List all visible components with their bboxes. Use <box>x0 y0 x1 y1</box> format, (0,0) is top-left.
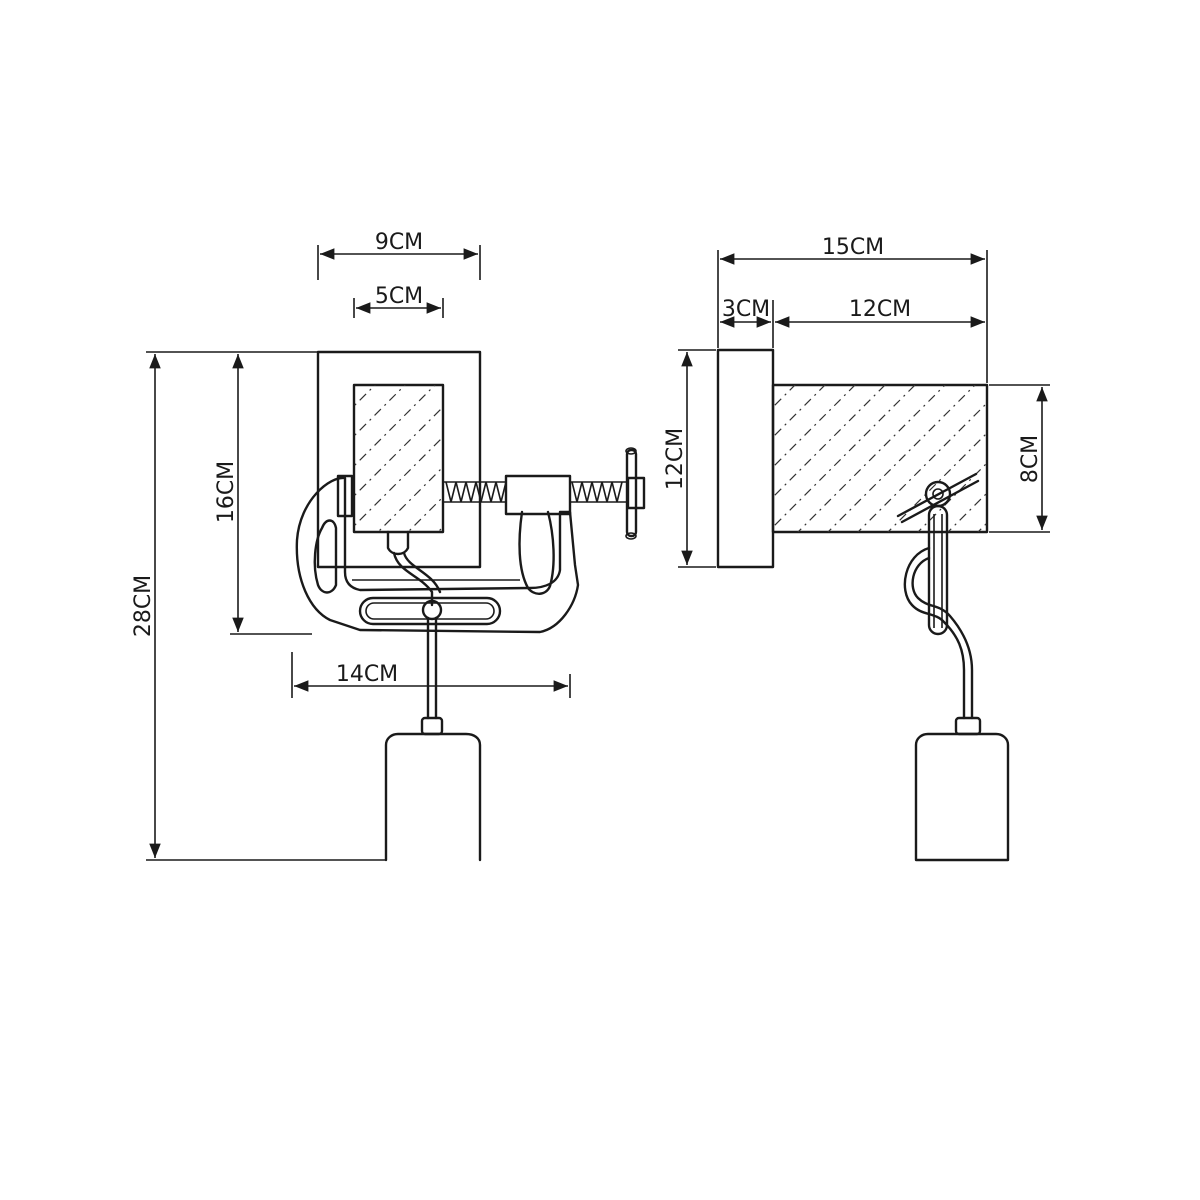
dim-label-15cm: 15CM <box>822 235 884 260</box>
side-wood-block <box>771 383 989 534</box>
front-wall-plate <box>316 350 482 569</box>
side-clamp-profile <box>927 504 949 636</box>
dim-label-5cm: 5CM <box>375 284 423 309</box>
front-lamp-shade <box>384 732 482 862</box>
clamp-screw-thread <box>443 481 628 503</box>
cable-grommet <box>421 599 443 621</box>
dim-label-12cm-depth: 12CM <box>849 297 911 322</box>
side-cable-loop <box>903 546 966 720</box>
side-t-handle <box>896 472 978 518</box>
side-wall-plate <box>716 348 775 569</box>
side-lamp-neck <box>954 716 982 736</box>
dim-label-14cm: 14CM <box>336 662 398 687</box>
front-lamp-neck <box>420 716 444 736</box>
side-wood-hatching <box>773 385 987 532</box>
front-socket-cap <box>386 530 410 556</box>
front-view <box>295 350 646 862</box>
dim-label-12cm-height: 12CM <box>663 428 688 490</box>
front-dimensions: 9CM 5CM 28CM 16CM 14CM <box>131 230 571 861</box>
clamp-bottom-slot <box>358 596 502 626</box>
clamp-t-handle <box>625 448 638 538</box>
dim-label-28cm: 28CM <box>131 575 156 637</box>
dim-label-16cm: 16CM <box>214 461 239 523</box>
side-lamp-shade <box>914 732 1010 862</box>
side-view <box>716 348 1010 862</box>
front-cable-upper <box>392 551 434 607</box>
front-wood-block <box>352 383 445 534</box>
dim-label-8cm: 8CM <box>1018 435 1043 483</box>
c-clamp-left-slot <box>313 519 338 594</box>
clamp-jaw <box>336 474 354 518</box>
clamp-right-slot <box>518 510 555 595</box>
side-dimensions: 15CM 3CM 12CM 12CM 8CM <box>663 235 1050 568</box>
dim-label-3cm: 3CM <box>722 297 770 322</box>
dim-label-9cm: 9CM <box>375 230 423 255</box>
front-wood-hatching <box>354 385 443 532</box>
c-clamp-body <box>295 476 580 634</box>
clamp-screw-nut <box>504 474 572 516</box>
